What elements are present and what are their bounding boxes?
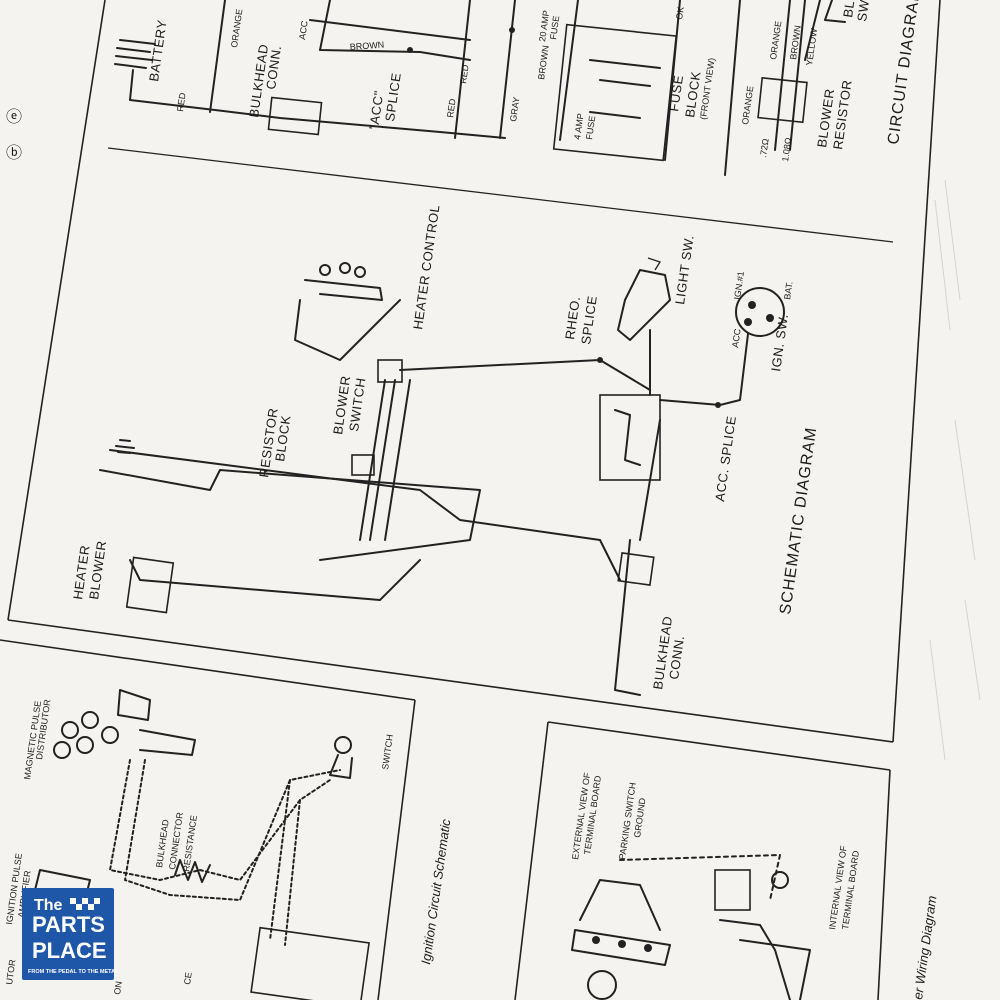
ok-label: OK — [674, 6, 686, 20]
svg-text:ⓑ: ⓑ — [6, 144, 22, 162]
amp20-label: 20 AMP — [537, 10, 551, 43]
fuse-label: FUSE — [666, 74, 686, 112]
resistor-block-label-2: BLOCK — [272, 414, 293, 462]
amp4-label: 4 AMP — [572, 113, 586, 141]
bl-label: BL — [840, 0, 857, 18]
resistor-108-label: 1.08Ω — [780, 137, 793, 163]
ignition-caption: Ignition Circuit Schematic — [418, 818, 453, 966]
schematic-labels: HEATER CONTROL LIGHT SW. RHEO. SPLICE IG… — [70, 204, 820, 691]
wire-orange-label-2: ORANGE — [768, 20, 783, 60]
wire-red-label-2: RED — [445, 98, 458, 119]
bulkhead-conn-label: CONN. — [263, 44, 284, 90]
circuit-labels: BATTERY BULKHEAD CONN. "ACC" SPLICE ACC … — [146, 0, 924, 150]
sw-label: SW — [854, 0, 872, 22]
light-switch-icon — [617, 257, 671, 341]
svg-text:ⓔ: ⓔ — [6, 108, 22, 126]
ignition-switch-icon — [735, 287, 785, 337]
circuit-wiring — [114, 0, 846, 176]
checkered-flag-icon — [70, 898, 100, 910]
amp20-fuse-label: FUSE — [548, 15, 561, 40]
wire-orange-label-3: ORANGE — [740, 85, 755, 125]
wire-red-label-3: RED — [458, 64, 471, 85]
acc-splice-label-1: "ACC" — [366, 90, 386, 131]
ign1-label: IGN.#1 — [732, 271, 746, 301]
distributor-icon — [53, 689, 196, 759]
ce-label: CE — [182, 971, 194, 985]
amp4-fuse-label: FUSE — [584, 115, 597, 140]
rheo-splice-label: SPLICE — [578, 295, 600, 346]
ignition-switch-key-icon — [329, 736, 353, 779]
battery-label: BATTERY — [146, 19, 170, 83]
logo-line-2: PARTS — [32, 912, 105, 937]
bat-label: BAT. — [782, 281, 794, 301]
acc-label: ACC — [297, 20, 310, 41]
bleed-through-text — [929, 179, 981, 761]
punch-marks: ⓔ ⓑ — [6, 108, 22, 162]
schematic-diagram-panel: HEATER CONTROL LIGHT SW. RHEO. SPLICE IG… — [7, 204, 894, 743]
wire-red-label-1: RED — [175, 92, 188, 113]
acc-splice-label-2: SPLICE — [382, 72, 404, 123]
heater-control-label: HEATER CONTROL — [410, 204, 442, 331]
block-label: BLOCK — [682, 70, 703, 118]
rheo-label: RHEO. — [562, 295, 583, 340]
schematic-wiring — [99, 257, 785, 696]
on-label: ON — [112, 981, 124, 996]
logo-tagline: FROM THE PEDAL TO THE METAL — [28, 969, 119, 975]
wire-brown-label: BROWN — [349, 40, 384, 52]
wiper-wiring — [571, 854, 811, 1000]
parts-place-logo: The PARTS PLACE FROM THE PEDAL TO THE ME… — [22, 888, 119, 980]
circuit-diagram-panel: BATTERY BULKHEAD CONN. "ACC" SPLICE ACC … — [7, 0, 941, 743]
wire-yellow-label: YELLOW — [804, 27, 819, 66]
logo-line-3: PLACE — [32, 938, 107, 963]
utor-label: UTOR — [4, 958, 17, 985]
bulkhead-conn-label-2: CONN. — [666, 634, 687, 680]
wiper-wiring-panel: EXTERNAL VIEW OF TERMINAL BOARD PARKING … — [514, 721, 940, 1000]
logo-line-1: The — [34, 897, 63, 914]
switch-label: SWITCH — [380, 734, 395, 771]
wire-gray-label: GRAY — [508, 96, 521, 122]
heater-control-icon — [294, 262, 401, 361]
wire-brown-label-2: BROWN — [536, 45, 551, 81]
acc-splice-label: ACC. SPLICE — [712, 415, 739, 503]
circuit-wire-colors: ORANGE RED RED RED BROWN BROWN GRAY ORAN… — [175, 8, 819, 162]
circuit-diagram-title: CIRCUIT DIAGRAM — [885, 0, 924, 146]
light-sw-label: LIGHT SW. — [672, 234, 697, 305]
wire-brown-label-3: BROWN — [788, 25, 803, 61]
resistor-072-label: .72Ω — [758, 138, 771, 159]
wire-orange-label: ORANGE — [229, 8, 244, 48]
schematic-diagram-title: SCHEMATIC DIAGRAM — [777, 426, 820, 616]
acc-label-schematic: ACC — [730, 328, 743, 349]
battery-icon — [114, 39, 156, 101]
blower-switch-label-2: SWITCH — [346, 377, 368, 433]
wiper-caption: er Wiring Diagram — [910, 895, 939, 1000]
